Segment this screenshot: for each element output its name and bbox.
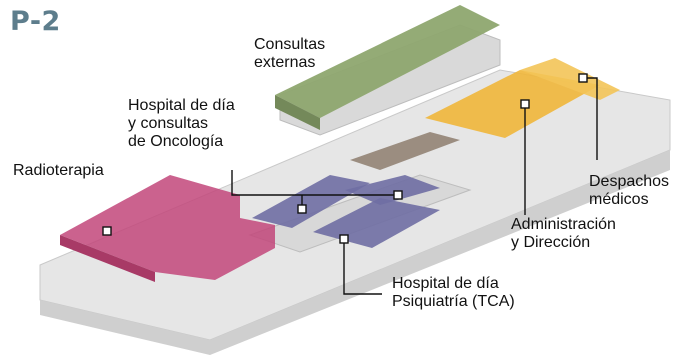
label-hospital-dia-oncologia: Hospital de día y consultas de Oncología: [128, 97, 235, 150]
marker-despachos: [578, 73, 588, 83]
leader-consultas-externas: [231, 170, 398, 196]
area-consultas-externas-side: [275, 95, 320, 130]
area-markers: [102, 73, 588, 244]
label-despachos-medicos: Despachos médicos: [589, 173, 670, 208]
area-radioterapia: [60, 175, 275, 280]
floor-title: P-2: [10, 6, 61, 37]
area-consultas-externas: [275, 5, 500, 118]
label-administracion-direccion: Administración y Dirección: [511, 216, 616, 251]
marker-oncologia-2: [393, 190, 403, 200]
area-despachos: [520, 58, 620, 100]
area-administracion: [425, 70, 600, 138]
marker-oncologia: [297, 204, 307, 214]
marker-psiquiatria: [339, 234, 349, 244]
label-radioterapia: Radioterapia: [13, 162, 104, 179]
label-consultas-externas: Consultas externas: [254, 36, 326, 71]
leader-psiquiatria: [343, 239, 382, 295]
area-oncologia-2: [345, 175, 440, 205]
marker-radioterapia: [102, 226, 112, 236]
marker-administracion: [520, 99, 530, 109]
label-hospital-dia-psiquiatria: Hospital de día Psiquiatría (TCA): [392, 275, 515, 310]
area-radioterapia-side: [60, 235, 155, 282]
building-corridor: [350, 132, 460, 170]
area-oncologia: [252, 175, 370, 228]
